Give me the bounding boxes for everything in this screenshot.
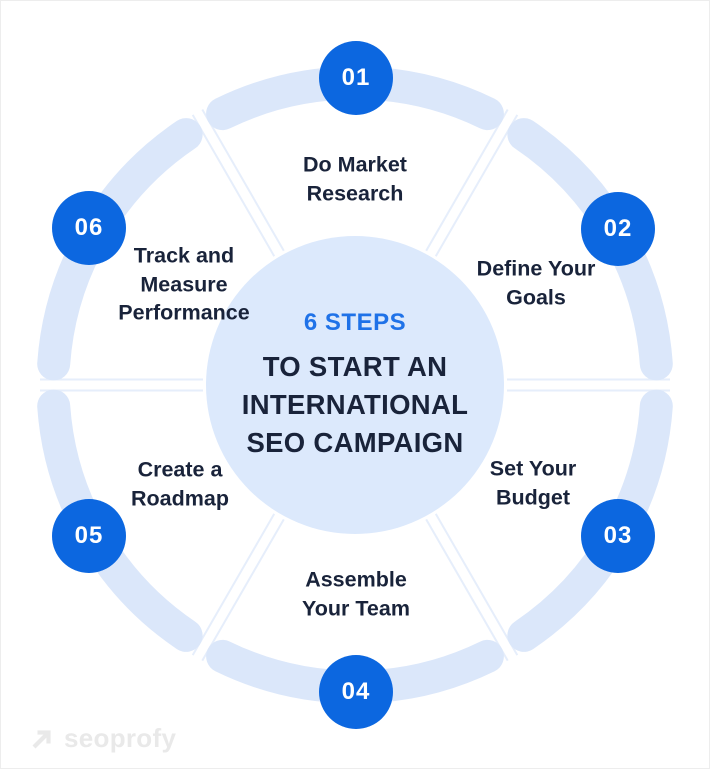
- step-2-number: 02: [603, 215, 633, 242]
- step-6-badge: 06: [52, 191, 126, 265]
- logo-text: seoprofy: [64, 723, 177, 753]
- step-1-badge: 01: [319, 41, 393, 115]
- step-3-badge: 03: [581, 499, 655, 573]
- center-title-line-2: INTERNATIONAL: [241, 388, 469, 420]
- sector-divider-lines: [40, 109, 670, 662]
- step-4-number: 04: [341, 678, 371, 705]
- seoprofy-logo: seoprofy: [31, 723, 176, 754]
- step-5-number: 05: [74, 522, 104, 549]
- step-3-number: 03: [603, 522, 633, 549]
- arrow-up-right-icon: [32, 729, 51, 748]
- center-title-line-1: TO START AN: [262, 350, 448, 382]
- center-circle: 6 STEPS TO START AN INTERNATIONAL SEO CA…: [206, 236, 504, 534]
- step-4-label: Assemble Your Team: [302, 567, 410, 621]
- step-5-badge: 05: [52, 499, 126, 573]
- step-6-label: Track and Measure Performance: [118, 243, 250, 325]
- step-5-label: Create a Roadmap: [131, 457, 229, 511]
- step-1-number: 01: [341, 64, 371, 91]
- center-kicker: 6 STEPS: [303, 308, 407, 336]
- step-4-badge: 04: [319, 655, 393, 729]
- step-2-label: Define Your Goals: [476, 256, 596, 310]
- step-1-label: Do Market Research: [303, 152, 407, 206]
- step-2-badge: 02: [581, 192, 655, 266]
- step-3-label: Set Your Budget: [489, 456, 577, 510]
- step-6-number: 06: [74, 214, 104, 241]
- center-title-line-3: SEO CAMPAIGN: [246, 426, 464, 458]
